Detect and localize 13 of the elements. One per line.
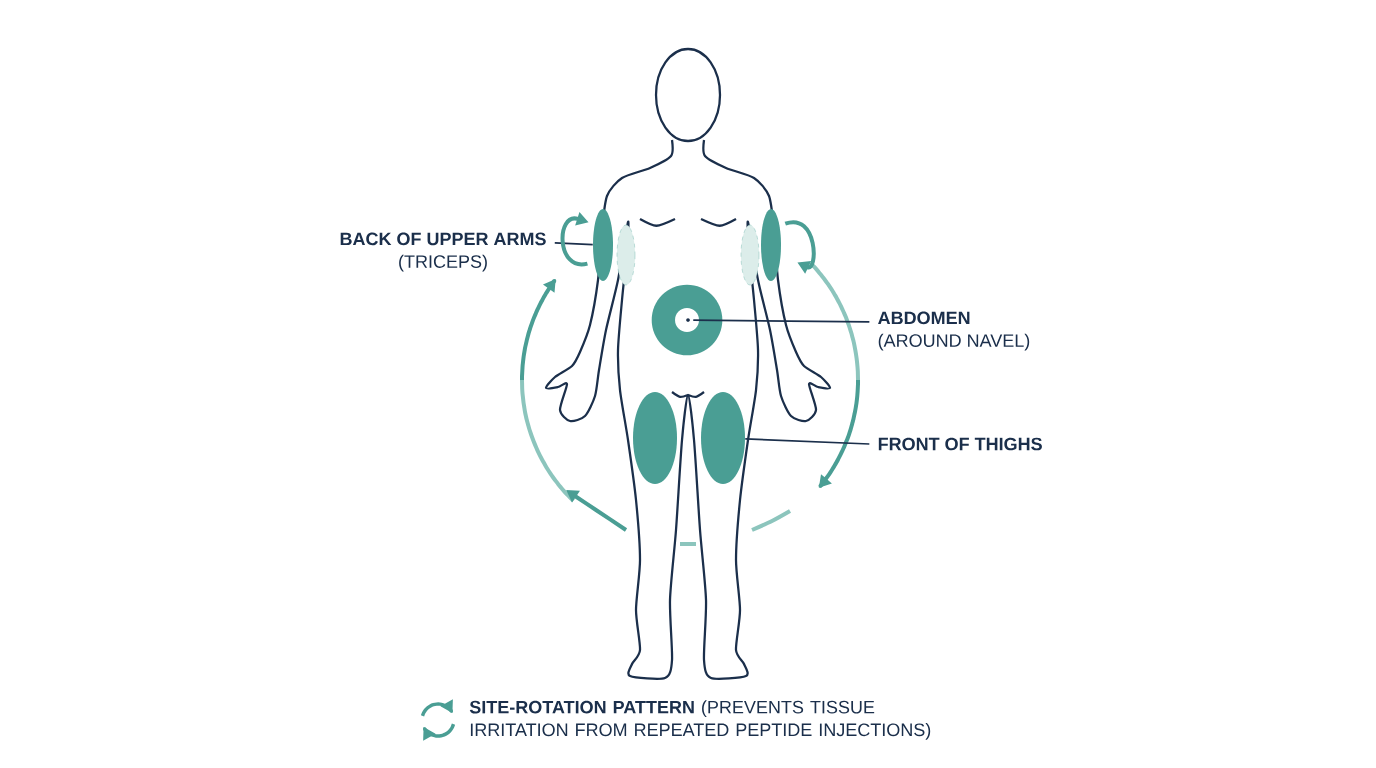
injection-site-patch bbox=[633, 392, 677, 484]
injection-site-patch bbox=[701, 392, 745, 484]
leader-line bbox=[692, 319, 871, 323]
note-text: SITE-ROTATION PATTERN (PREVENTS TISSUE IRRITATION FROM REPEATED PEPTIDE INJECTIONS) bbox=[469, 700, 931, 740]
injection-site-patch bbox=[593, 209, 613, 281]
leader-line bbox=[553, 242, 594, 246]
rotation-arrow bbox=[784, 220, 816, 274]
site-label: BACK OF UPPER ARMS (TRICEPS) bbox=[340, 232, 546, 272]
injection-site-patch bbox=[651, 284, 723, 356]
site-label: FRONT OF THIGHS bbox=[878, 437, 1042, 451]
injection-site-patch bbox=[761, 209, 781, 281]
leader-line bbox=[744, 438, 871, 445]
site-label: ABDOMEN (AROUND NAVEL) bbox=[878, 311, 1030, 351]
